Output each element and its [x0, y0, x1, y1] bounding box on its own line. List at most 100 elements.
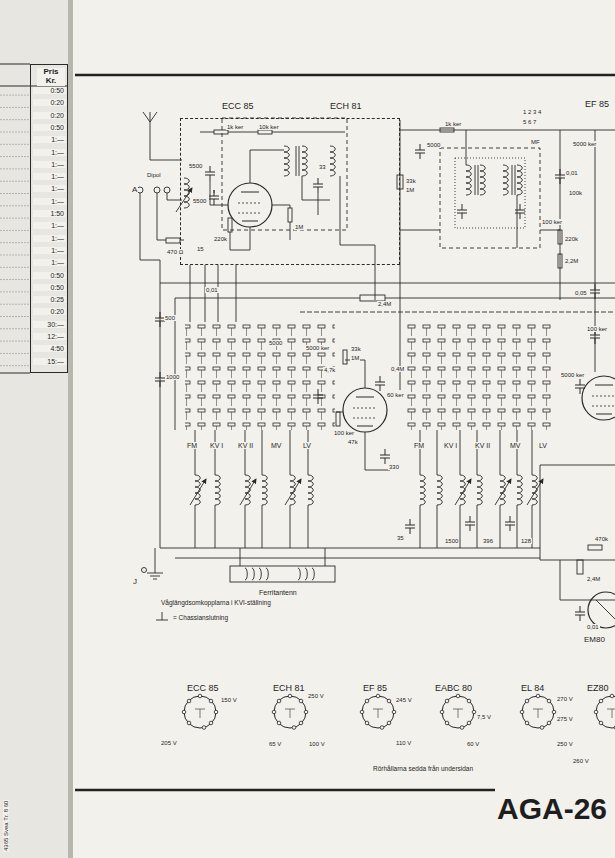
wiring-part	[160, 283, 615, 284]
wiring-part	[215, 475, 220, 505]
price-cell: 0:20	[33, 308, 66, 315]
page-strip-part	[0, 0, 68, 858]
wiring-part	[440, 148, 540, 248]
price-cell: 1:—	[33, 185, 66, 192]
wiring-part	[477, 475, 482, 505]
wiring-part	[190, 265, 236, 322]
price-cell: 0:50	[33, 284, 66, 291]
price-cell: 1:—	[33, 247, 66, 254]
wiring-part	[405, 322, 555, 430]
component-value: 500	[164, 315, 176, 321]
price-cell: 12:—	[33, 333, 66, 340]
component-value: 270 V	[556, 696, 574, 702]
tube-name: EL 84	[520, 684, 545, 693]
wiring-part	[154, 187, 160, 193]
tube-name: ECH 81	[329, 102, 363, 112]
wiring-part	[285, 479, 301, 505]
wiring-part	[455, 158, 525, 228]
wiring-part	[228, 218, 232, 232]
tube-name: ECC 85	[221, 102, 255, 112]
component-value: 5000 ker	[560, 372, 585, 378]
wiring-part	[160, 548, 540, 558]
component-value: 1M	[405, 187, 415, 193]
price-cell: 0:20	[33, 112, 66, 119]
tube-base-diagram	[182, 694, 615, 729]
component-value: 5000	[426, 142, 441, 148]
wiring-part	[400, 130, 615, 248]
wiring-part	[245, 568, 314, 580]
component-value: 60 ker	[386, 392, 405, 398]
wiring-part	[505, 516, 515, 531]
wiring-part	[302, 176, 375, 300]
page-strip-part	[0, 86, 29, 371]
component-value: KV II	[237, 442, 254, 449]
component-value: LV	[302, 442, 312, 449]
tube-name: EF 85	[584, 100, 610, 109]
wiring-part	[558, 254, 562, 268]
tube-base-diagram-part	[360, 694, 396, 729]
price-cell: 0:25	[33, 296, 66, 303]
wiring-part	[415, 144, 425, 159]
component-value: 60 V	[466, 741, 480, 747]
wiring-part	[515, 204, 525, 219]
wiring-part	[560, 130, 595, 372]
wiring-part	[560, 560, 615, 600]
component-value: 33	[318, 164, 327, 170]
component-value: Våglängdsomkopplarna i KVI-ställning	[160, 600, 272, 607]
price-cell: 0:50	[33, 87, 66, 94]
wiring-part	[313, 178, 323, 193]
component-value: 5 6 7	[522, 119, 537, 125]
wiring-part	[240, 548, 325, 566]
wiring-part	[380, 449, 390, 464]
wiring-part	[343, 388, 387, 432]
price-cell: 30:—	[33, 321, 66, 328]
component-value: 470k	[594, 536, 609, 542]
component-value: Ferritantenn	[258, 589, 298, 596]
tube-name: EABC 80	[434, 684, 473, 693]
wiring-part	[375, 376, 385, 391]
wiring-part	[164, 187, 170, 193]
wiring-part	[405, 519, 415, 534]
component-value: 7,5 V	[476, 714, 492, 720]
wiring-part	[465, 516, 475, 531]
component-value: 4365 Svea Tr. 8 60	[3, 800, 9, 852]
wiring-part	[466, 165, 471, 195]
component-value: 1 2 3 4	[522, 109, 542, 115]
component-value: J	[132, 578, 138, 586]
tube-base-diagram-part	[182, 694, 218, 729]
wiring-part	[596, 600, 615, 620]
price-cell: 1:—	[33, 149, 66, 156]
page-strip	[0, 0, 73, 858]
wiring-part	[262, 475, 267, 505]
component-value: 5500	[188, 163, 203, 169]
table-heading: Pris Kr.	[37, 68, 65, 86]
component-value: 2,2M	[564, 258, 579, 264]
component-value: 35	[396, 535, 405, 541]
wiring-part	[200, 132, 345, 133]
component-value: 250 V	[556, 741, 574, 747]
component-value: 10k ker	[258, 124, 280, 130]
component-value: 5000 ker	[572, 141, 597, 147]
component-value: 1k ker	[226, 124, 244, 130]
price-cell: 1:—	[33, 173, 66, 180]
wiring-part	[577, 560, 583, 574]
wiring-part	[336, 120, 400, 470]
component-value: Dipol	[146, 172, 162, 178]
wiring-part	[455, 479, 471, 505]
component-value: 2,4M	[377, 301, 392, 307]
component-value: 5500	[192, 198, 207, 204]
component-value: 0,01	[205, 287, 219, 293]
component-value: MF	[530, 139, 541, 145]
component-value: 15	[196, 246, 205, 252]
component-value: 220k	[564, 236, 579, 242]
wiring-part	[457, 204, 467, 219]
wiring-part	[495, 479, 511, 505]
wiring-part	[205, 166, 215, 181]
wiring-part	[176, 188, 192, 212]
wiring-part	[420, 475, 425, 505]
component-value: Rörhållarna sedda från undersidan	[372, 766, 474, 773]
component-value: FM	[186, 442, 198, 449]
price-cell: 1:—	[33, 235, 66, 242]
